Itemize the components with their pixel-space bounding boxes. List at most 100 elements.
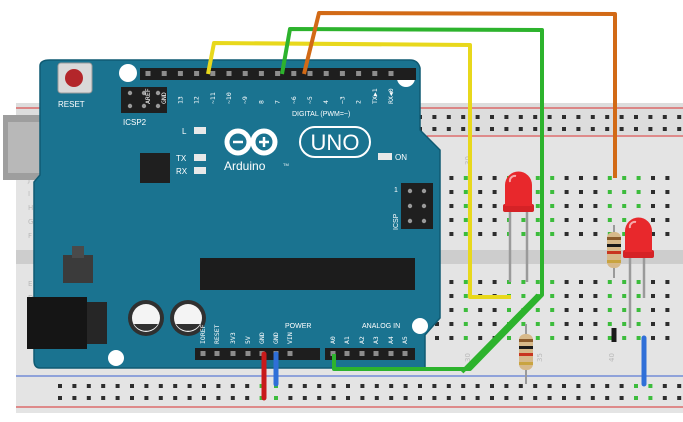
resistor-1-band [519, 346, 533, 349]
breadboard-hole [521, 294, 526, 298]
resistor-2-band [607, 260, 621, 263]
breadboard-hole [607, 176, 612, 180]
rail-hole [461, 127, 466, 131]
rail-hole [158, 396, 163, 400]
breadboard-hole [463, 294, 468, 298]
rail-hole [374, 384, 379, 388]
power-analog-pin-label: A2 [358, 336, 366, 344]
breadboard-hole [622, 176, 627, 180]
breadboard-hole [665, 190, 670, 194]
arduino-logo [224, 128, 278, 156]
rail-hole [115, 384, 120, 388]
resistor-2-band [607, 244, 621, 247]
rail-hole [130, 384, 134, 388]
led-2-dome [625, 217, 652, 252]
breadboard-hole [607, 190, 612, 194]
digital-pin [275, 71, 281, 76]
breadboard-hole [449, 322, 454, 326]
icsp-pin [421, 203, 427, 209]
mounting-hole-bottom-left [108, 350, 124, 366]
resistor-2[interactable] [607, 225, 621, 278]
wire-orange-pin7[interactable] [302, 11, 617, 178]
resistor-2-band [607, 251, 621, 254]
breadboard-hole [665, 204, 670, 208]
power-analog-pin [245, 351, 251, 356]
trademark-label: TM [283, 162, 289, 167]
power-analog-pin-label: VIN [286, 332, 294, 344]
icsp-pin [421, 188, 427, 194]
rail-hole [187, 396, 192, 400]
breadboard-hole [651, 190, 655, 194]
resistor-1-band [519, 362, 533, 365]
rail-hole [317, 384, 322, 388]
breadboard-hole [478, 190, 483, 194]
icsp-pins [407, 188, 427, 224]
breadboard-hole [492, 218, 497, 222]
breadboard-hole [665, 176, 670, 180]
breadboard-hole [521, 280, 526, 284]
rail-hole [461, 384, 466, 388]
breadboard-hole [507, 308, 511, 312]
breadboard-hole [478, 280, 483, 284]
rail-hole [677, 396, 682, 400]
power-analog-pin [330, 351, 336, 356]
rail-hole [475, 396, 480, 400]
rail-hole [518, 384, 523, 388]
rail-hole [590, 384, 595, 388]
rail-hole [562, 127, 566, 131]
power-analog-pin-label: 3V3 [229, 332, 237, 344]
rail-hole [288, 384, 293, 388]
col-number-35-bottom: 35 [536, 353, 544, 362]
breadboard-hole [593, 218, 598, 222]
rail-hole [446, 384, 451, 388]
rail-hole [475, 115, 480, 119]
rail-hole [590, 396, 595, 400]
rail-hole [547, 396, 552, 400]
rail-hole [576, 396, 581, 400]
row-letter-i: I [28, 190, 30, 198]
rail-hole [202, 384, 206, 388]
breadboard-hole [550, 336, 555, 340]
breadboard-hole [492, 280, 497, 284]
digital-pin [161, 71, 167, 76]
wire-green-pin8[interactable] [280, 27, 544, 371]
digital-pin-label: 12 [193, 96, 201, 104]
rail-hole [533, 115, 538, 119]
wire-yellow-pin13[interactable] [206, 41, 511, 299]
rail-hole [475, 127, 480, 131]
rail-hole [605, 396, 610, 400]
icsp2-label: ICSP2 [123, 118, 147, 127]
digital-pin [177, 71, 183, 76]
uno-label: UNO [311, 130, 360, 155]
power-analog-pin [200, 351, 206, 356]
rail-hole [331, 384, 336, 388]
rail-hole [216, 396, 221, 400]
resistor-1-band [519, 339, 533, 342]
capacitor-left-mark [134, 324, 158, 331]
wire-green-diagonal[interactable] [460, 293, 540, 374]
rail-hole [389, 384, 394, 388]
rail-hole [101, 396, 106, 400]
breadboard-hole [607, 322, 612, 326]
resistor-1[interactable] [519, 324, 533, 384]
breadboard-hole [651, 308, 655, 312]
rail-hole [677, 115, 682, 119]
breadboard-hole [535, 280, 540, 284]
breadboard-hole [579, 280, 583, 284]
led-2[interactable] [623, 217, 654, 329]
led-l-label: L [182, 127, 187, 136]
rail-hole [533, 127, 538, 131]
breadboard-hole [636, 294, 641, 298]
voltage-regulator [63, 255, 93, 283]
breadboard-hole [564, 308, 569, 312]
led-1[interactable] [503, 171, 534, 283]
rail-hole [346, 396, 350, 400]
breadboard-hole [449, 218, 454, 222]
breadboard-hole [564, 294, 569, 298]
digital-pin [194, 71, 200, 76]
rail-hole [662, 115, 667, 119]
breadboard-hole [492, 176, 497, 180]
icsp-pin [407, 218, 413, 224]
power-analog-pin-label: A5 [401, 336, 409, 344]
